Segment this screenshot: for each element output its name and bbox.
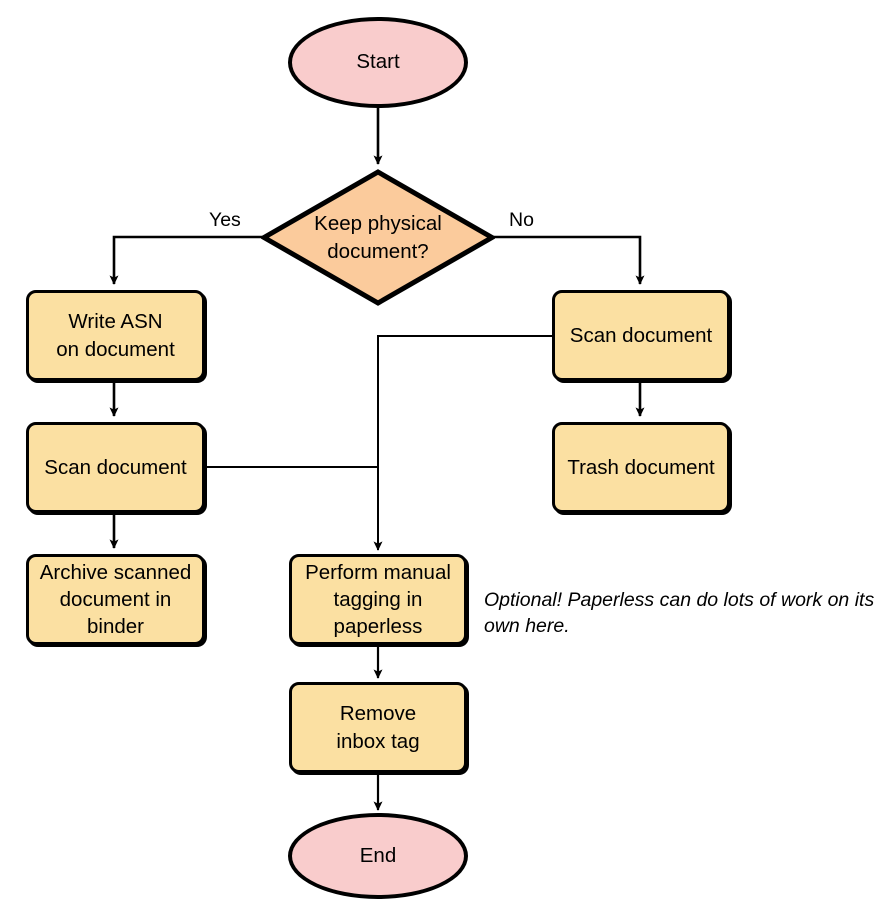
- node-end-label: End: [359, 843, 397, 867]
- node-write-asn[interactable]: Write ASN on document: [26, 290, 205, 381]
- node-scan-document-right-label: Scan document: [569, 323, 713, 347]
- node-scan-document-left[interactable]: Scan document: [26, 422, 205, 513]
- edge-label-yes: Yes: [209, 209, 241, 232]
- edge-label-no: No: [509, 209, 534, 232]
- edge-label-yes-text: Yes: [209, 209, 241, 231]
- node-start-label: Start: [356, 50, 400, 74]
- node-scan-document-right[interactable]: Scan document: [552, 290, 730, 381]
- edge-decision-to-write-asn: [109, 235, 263, 285]
- node-trash-document[interactable]: Trash document: [552, 422, 730, 513]
- decision-diamond-shape: [261, 169, 495, 306]
- node-archive-scanned-document-label: Archive scanned document in binder: [39, 560, 192, 639]
- node-remove-inbox-tag[interactable]: Remove inbox tag: [289, 682, 467, 773]
- node-decision-keep-physical-document[interactable]: Keep physical document?: [261, 169, 495, 306]
- annotation-optional-note-text: Optional! Paperless can do lots of work …: [484, 589, 875, 638]
- node-trash-document-label: Trash document: [567, 455, 715, 479]
- node-perform-manual-tagging-label: Perform manual tagging in paperless: [305, 560, 451, 639]
- node-perform-manual-tagging[interactable]: Perform manual tagging in paperless: [289, 554, 467, 645]
- node-scan-document-left-label: Scan document: [44, 455, 187, 479]
- node-end[interactable]: End: [288, 813, 468, 899]
- edge-label-no-text: No: [509, 209, 534, 231]
- node-archive-scanned-document[interactable]: Archive scanned document in binder: [26, 554, 205, 645]
- edge-scan-right-to-manual-tagging: [373, 335, 552, 551]
- node-write-asn-label: Write ASN on document: [56, 310, 175, 361]
- node-start[interactable]: Start: [288, 17, 468, 108]
- edge-decision-to-scan-right: [493, 235, 645, 285]
- node-decision-label: Keep physical document?: [314, 212, 442, 263]
- annotation-optional-note: Optional! Paperless can do lots of work …: [484, 587, 884, 640]
- node-remove-inbox-tag-label: Remove inbox tag: [336, 702, 420, 753]
